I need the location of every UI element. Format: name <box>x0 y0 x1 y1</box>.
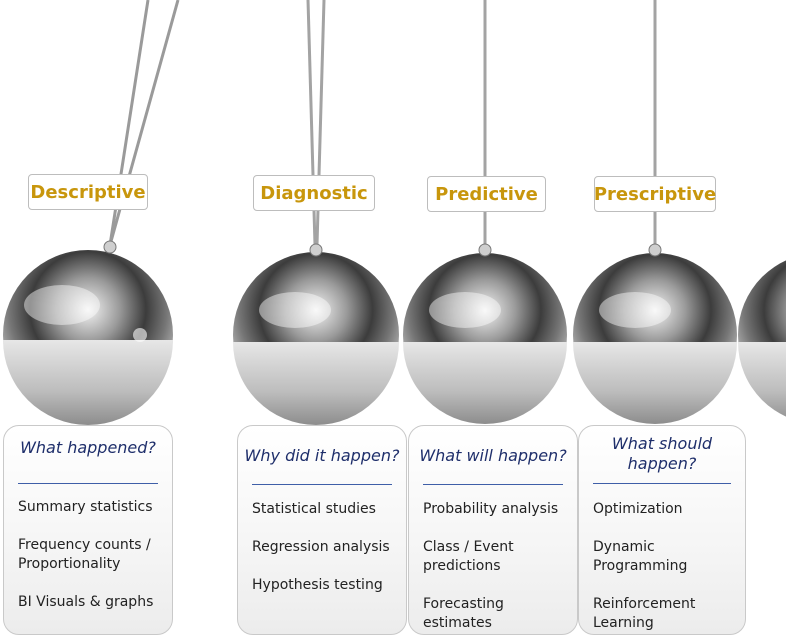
ball-predictive <box>403 243 567 424</box>
card-item: Frequency counts / Proportionality <box>18 537 151 572</box>
stage-label-diagnostic: Diagnostic <box>253 175 375 211</box>
stage-label-predictive: Predictive <box>427 176 546 212</box>
card-item: Dynamic Programming <box>593 539 688 574</box>
card-item: BI Visuals & graphs <box>18 594 154 610</box>
card-divider <box>18 483 158 484</box>
stage-label-descriptive: Descriptive <box>28 174 148 210</box>
card-divider <box>252 484 392 485</box>
card-item-list: Optimization Dynamic Programming Reinfor… <box>593 500 739 633</box>
card-item: Summary statistics <box>18 499 153 515</box>
card-question: What happened? <box>20 438 156 457</box>
ball-prescriptive <box>573 243 737 424</box>
card-item: Hypothesis testing <box>252 577 383 593</box>
card-item: Probability analysis <box>423 501 559 517</box>
card-divider <box>423 484 563 485</box>
card-item: Statistical studies <box>252 501 376 517</box>
card-item: Optimization <box>593 501 683 517</box>
card-item-list: Summary statistics Frequency counts / Pr… <box>18 498 166 612</box>
card-diagnostic: Why did it happen? Statistical studies R… <box>237 425 407 635</box>
card-predictive: What will happen? Probability analysis C… <box>408 425 578 635</box>
card-question: Why did it happen? <box>244 446 400 465</box>
card-item-list: Probability analysis Class / Event predi… <box>423 500 571 633</box>
ball-diagnostic <box>233 243 399 425</box>
card-item: Regression analysis <box>252 539 390 555</box>
card-descriptive: What happened? Summary statistics Freque… <box>3 425 173 635</box>
card-item: Class / Event predictions <box>423 539 514 574</box>
card-item: Forecasting estimates <box>423 596 504 631</box>
card-question: What will happen? <box>419 446 567 465</box>
card-item: Reinforcement Learning <box>593 596 696 631</box>
ball-partial <box>738 260 786 417</box>
ball-descriptive <box>3 240 173 425</box>
stage-label-prescriptive: Prescriptive <box>594 176 716 212</box>
card-item-list: Statistical studies Regression analysis … <box>252 500 400 595</box>
card-divider <box>593 483 731 484</box>
card-prescriptive: What should happen? Optimization Dynamic… <box>578 425 746 635</box>
card-question: What should happen? <box>611 434 713 473</box>
